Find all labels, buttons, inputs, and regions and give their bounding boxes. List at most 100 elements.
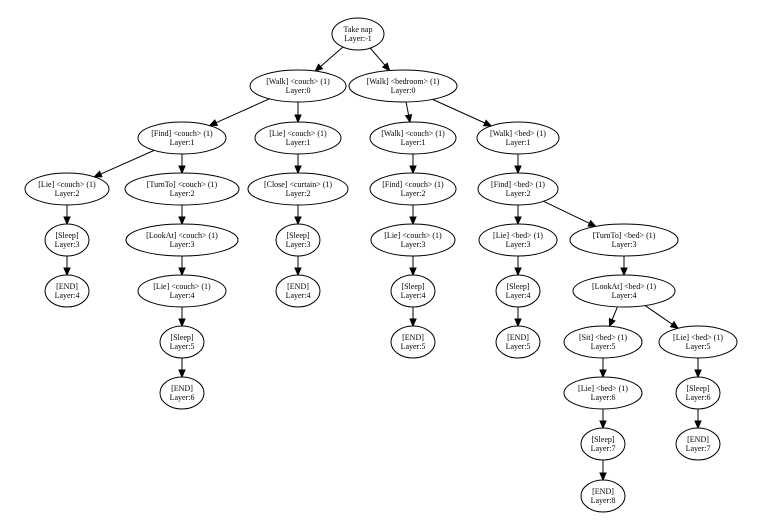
node-ellipse [495,325,541,359]
node-layer-label: Layer:5 [686,342,711,351]
tree-edge [409,154,417,175]
node-action-label: [Lie] <bed> (1) [578,384,628,393]
arrowhead-icon [409,267,417,277]
arrowhead-icon [514,216,522,226]
tree-node: [TurnTo] <couch> (1)Layer:2 [124,172,240,206]
tree-edge [514,154,522,175]
edge-line [215,98,270,124]
edge-line [432,98,486,124]
node-action-label: [Close] <curtain> (1) [264,180,332,189]
node-layer-label: Layer:5 [506,342,531,351]
arrowhead-icon [178,216,186,226]
tree-node: [END]Layer:4 [275,274,321,308]
node-ellipse [124,172,240,206]
node-action-label: [TurnTo] <bed> (1) [593,231,656,240]
arrowhead-icon [694,420,702,430]
tree-node: [Sleep]Layer:4 [495,274,541,308]
node-action-label: [Lie] <couch> (1) [269,129,327,138]
arrowhead-icon [294,267,302,277]
node-layer-label: Layer:2 [55,189,80,198]
node-layer-label: Layer:5 [591,342,616,351]
node-ellipse [572,274,676,308]
node-layer-label: Layer:4 [55,291,80,300]
node-action-label: [Lie] <couch> (1) [38,180,96,189]
node-ellipse [137,274,227,308]
node-ellipse [24,172,110,206]
tree-edges [63,46,702,482]
tree-node: [Walk] <couch> (1)Layer:0 [249,69,347,103]
node-layer-label: Layer:2 [286,189,311,198]
node-layer-label: Layer:6 [170,393,195,402]
node-layer-label: Layer:5 [170,342,195,351]
arrowhead-icon [314,63,324,72]
tree-node: [END]Layer:8 [580,479,626,513]
tree-edge [369,47,391,72]
tree-edge [514,205,522,226]
tree-edge [208,98,270,127]
arrowhead-icon [178,318,186,328]
arrowhead-icon [294,216,302,226]
tree-edge [409,205,417,226]
node-action-label: [Sleep] [591,435,614,444]
node-action-label: [Sleep] [506,282,529,291]
tree-node: [Lie] <bed> (1)Layer:3 [478,223,558,257]
node-ellipse [331,17,385,51]
node-action-label: [Lie] <couch> (1) [384,231,442,240]
tree-node: [Sleep]Layer:3 [275,223,321,257]
arrowhead-icon [599,369,607,379]
tree-edge [694,358,702,379]
tree-edge [599,409,607,430]
tree-node: [Sleep]Layer:7 [580,427,626,461]
node-layer-label: Layer:4 [401,291,426,300]
tree-edge [178,307,186,328]
tree-node: [Sit] <bed> (1)Layer:5 [563,325,643,359]
node-action-label: [Find] <couch> (1) [151,129,213,138]
node-action-label: [END] [402,333,424,342]
tree-edge [514,307,522,328]
node-ellipse [580,427,626,461]
tree-node: [Lie] <couch> (1)Layer:4 [137,274,227,308]
tree-node: [Find] <couch> (1)Layer:2 [369,172,457,206]
arrowhead-icon [381,62,391,72]
node-action-label: [Walk] <bedroom> (1) [367,77,440,86]
node-action-label: [Lie] <couch> (1) [153,282,211,291]
node-action-label: [END] [507,333,529,342]
arrowhead-icon [63,216,71,226]
tree-edge [178,154,186,175]
node-action-label: [END] [592,487,614,496]
node-action-label: [Walk] <bed> (1) [490,129,546,138]
node-action-label: Take nap [344,25,373,34]
tree-edge [620,256,628,277]
node-layer-label: Layer:2 [170,189,195,198]
tree-edge [409,307,417,328]
node-ellipse [563,376,643,410]
tree-edge [93,149,155,178]
node-layer-label: Layer:2 [506,189,531,198]
node-ellipse [476,121,560,155]
tree-node: [Walk] <couch> (1)Layer:1 [369,121,457,155]
tree-node: [Sleep]Layer:4 [390,274,436,308]
node-ellipse [275,223,321,257]
tree-node: [Lie] <couch> (1)Layer:2 [24,172,110,206]
arrowhead-icon [599,472,607,482]
node-ellipse [44,274,90,308]
tree-node: [LookAt] <couch> (1)Layer:3 [125,223,239,257]
node-ellipse [580,479,626,513]
node-action-label: [Sleep] [686,384,709,393]
node-ellipse [275,274,321,308]
node-action-label: [Find] <bed> (1) [491,180,545,189]
arrowhead-icon [178,267,186,277]
arrowhead-icon [208,119,219,127]
tree-node: [END]Layer:5 [390,325,436,359]
node-layer-label: Layer:3 [170,240,195,249]
arrowhead-icon [514,165,522,175]
node-layer-label: Layer:7 [686,444,711,453]
node-action-label: [Sit] <bed> (1) [579,333,627,342]
node-ellipse [369,121,457,155]
node-layer-label: Layer:1 [401,138,426,147]
node-ellipse [370,223,456,257]
tree-node: [END]Layer:5 [495,325,541,359]
node-action-label: [END] [56,282,78,291]
